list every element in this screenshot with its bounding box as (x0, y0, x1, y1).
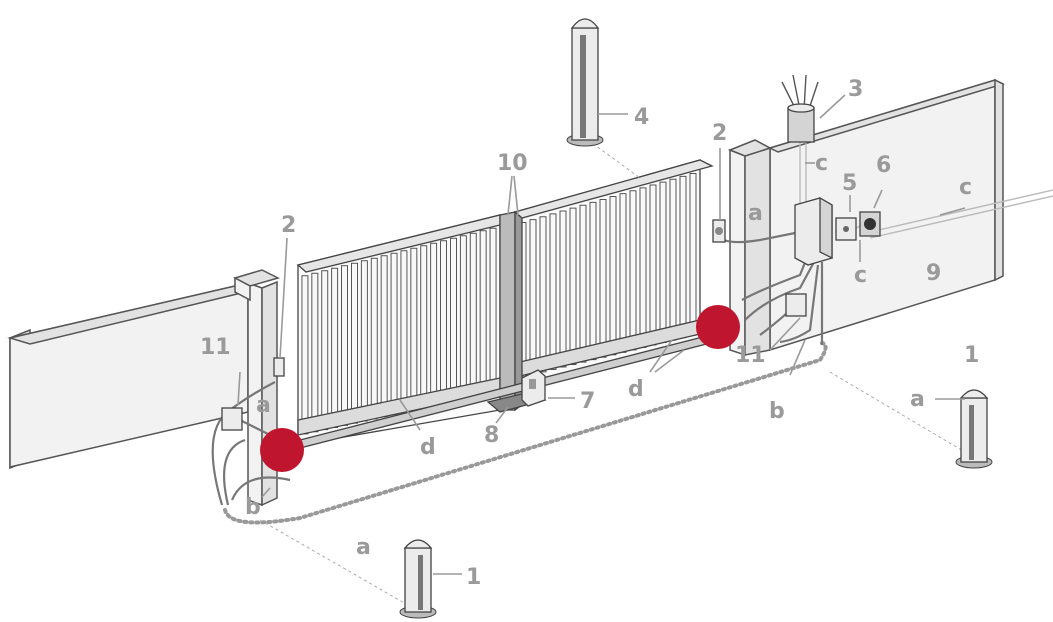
label-b-left: b (245, 495, 261, 520)
label-c-right: c (959, 175, 972, 200)
label-11-right: 11 (735, 343, 766, 368)
gate-bar (469, 232, 477, 398)
label-1-right: 1 (964, 343, 979, 368)
gate-bar (679, 175, 687, 339)
gate-bar (450, 237, 457, 403)
gate-bar (321, 270, 329, 431)
right-wall (767, 78, 1006, 352)
label-3: 3 (848, 77, 863, 102)
marker-right-dot (696, 305, 740, 349)
label-11-left: 11 (200, 335, 231, 360)
gate-bar (360, 260, 368, 422)
gate-bar (390, 252, 398, 416)
junction-box-icon (785, 293, 807, 317)
flashing-light-icon (781, 74, 819, 143)
key-selector-icon (835, 217, 857, 241)
pillar-photocell-icon (712, 219, 726, 243)
gate-bar (559, 210, 567, 368)
gate-bar (341, 265, 348, 426)
label-a-left-pillar: a (256, 393, 271, 418)
gate-bars-left (301, 227, 497, 435)
label-c-top: c (815, 151, 828, 176)
gate-bar (370, 257, 378, 420)
gate-bar (489, 227, 497, 394)
gate-bar (430, 242, 438, 407)
left-wall (7, 282, 265, 470)
label-4: 4 (634, 105, 649, 130)
gate-bar (649, 184, 657, 346)
gate-bar (619, 193, 627, 353)
photocell-post-icon (566, 18, 604, 147)
label-7: 7 (580, 389, 595, 414)
gate-bar (479, 230, 487, 396)
gate-bar (549, 213, 557, 370)
gate-bar (440, 240, 447, 405)
photocell-beams (259, 139, 976, 613)
gate-bar (301, 275, 309, 435)
label-b-right: b (769, 399, 785, 424)
label-2-left: 2 (281, 213, 296, 238)
leader-lines (237, 94, 966, 575)
label-5: 5 (842, 171, 857, 196)
control-unit-icon (794, 196, 833, 266)
label-d-left: d (420, 435, 436, 460)
label-6: 6 (876, 153, 891, 178)
gate-bar (609, 196, 617, 356)
gate-bar (669, 178, 677, 341)
gate-bar (420, 245, 428, 409)
gate-bar (410, 247, 418, 411)
gate-bar (380, 255, 388, 418)
gate-bar (331, 267, 339, 428)
label-a-bottom: a (356, 535, 371, 560)
gearmotor-icon (521, 369, 546, 407)
gate-bar (351, 262, 358, 424)
gate-bar (569, 207, 577, 366)
label-8: 8 (484, 423, 499, 448)
label-10: 10 (497, 151, 528, 176)
gate-bar (629, 190, 637, 351)
gate-bars-right (519, 172, 697, 378)
label-a-right: a (910, 387, 925, 412)
gate-bar (589, 201, 597, 361)
gate-bar (599, 198, 607, 358)
label-d-right: d (628, 377, 644, 402)
photocell-post-icon (955, 389, 993, 469)
gate-bar (311, 272, 319, 433)
label-a-right-pillar: a (748, 201, 763, 226)
gate-bar (639, 187, 647, 348)
gate-bar (659, 181, 667, 344)
sliding-gate (296, 159, 731, 449)
label-2-right: 2 (712, 121, 727, 146)
callout-labels: 1 1 2 2 3 4 5 6 7 8 9 10 11 11 a a a a b… (200, 77, 979, 590)
pillar-photocell-icon (273, 357, 285, 377)
gate-bar (529, 219, 537, 375)
isolator-switch-icon (859, 211, 881, 237)
cable-routing (211, 140, 1053, 525)
marker-left-dot (260, 428, 304, 472)
photocell-post-icon (399, 539, 437, 619)
junction-box-icon (221, 407, 243, 431)
label-9: 9 (926, 261, 941, 286)
gate-bar (579, 204, 587, 363)
gate-bar (459, 235, 467, 400)
gate-bar (689, 172, 697, 336)
gate-bar (539, 216, 547, 373)
gate-bar (400, 250, 408, 413)
label-1-bottom: 1 (466, 565, 481, 590)
label-c-bottom: c (854, 263, 867, 288)
